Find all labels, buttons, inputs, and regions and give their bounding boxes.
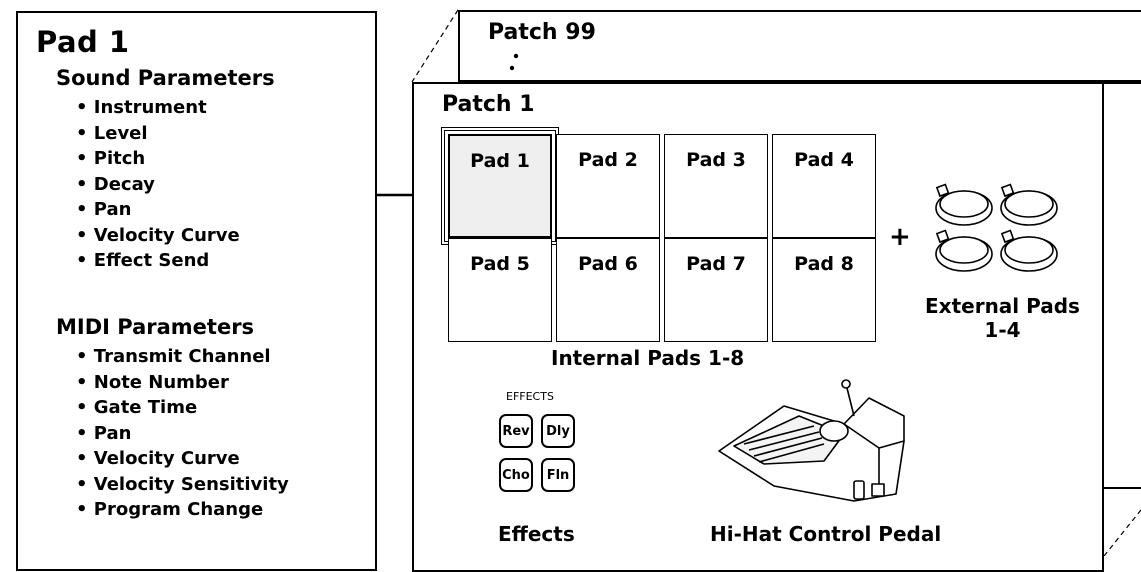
pad-5[interactable]: Pad 5 — [448, 238, 552, 342]
pad-label: Pad 5 — [470, 253, 530, 275]
pad-label: Pad 6 — [578, 253, 638, 275]
pad-2[interactable]: Pad 2 — [556, 134, 660, 238]
patch-99-card: Patch 99 — [458, 10, 1141, 82]
effects-small-label: EFFECTS — [506, 390, 554, 403]
patch-1-label: Patch 1 — [442, 92, 535, 117]
list-item: • Pitch — [76, 148, 146, 169]
sound-parameters-title: Sound Parameters — [56, 66, 275, 90]
pad-label: Pad 4 — [794, 149, 854, 171]
flanger-button[interactable]: Fln — [541, 458, 575, 492]
pad-label: Pad 2 — [578, 149, 638, 171]
plus-sign: + — [889, 222, 911, 252]
pad-4[interactable]: Pad 4 — [772, 134, 876, 238]
pad-parameters-panel: Pad 1 Sound Parameters • Instrument • Le… — [16, 11, 377, 571]
external-pads-line1: External Pads — [925, 294, 1080, 318]
pad-7[interactable]: Pad 7 — [664, 238, 768, 342]
external-pads-caption: External Pads 1-4 — [910, 294, 1095, 342]
ellipsis-icon — [509, 53, 519, 71]
midi-parameters-title: MIDI Parameters — [56, 315, 255, 339]
list-item: • Instrument — [76, 97, 207, 118]
list-item: • Effect Send — [76, 250, 210, 271]
pad-8[interactable]: Pad 8 — [772, 238, 876, 342]
chorus-button[interactable]: Cho — [499, 458, 533, 492]
internal-pads-caption: Internal Pads 1-8 — [551, 346, 745, 370]
list-item: • Velocity Curve — [76, 448, 240, 469]
list-item: • Pan — [76, 199, 132, 220]
list-item: • Pan — [76, 422, 132, 444]
pad-3[interactable]: Pad 3 — [664, 134, 768, 238]
delay-button[interactable]: Dly — [541, 414, 575, 448]
list-item: • Decay — [76, 173, 155, 195]
effects-caption: Effects — [498, 522, 575, 546]
pad-label: Pad 1 — [470, 150, 530, 172]
patch-stack-side — [1104, 82, 1141, 488]
pad-6[interactable]: Pad 6 — [556, 238, 660, 342]
list-item: • Transmit Channel — [76, 346, 271, 367]
list-item: • Level — [76, 122, 148, 144]
external-pads-line2: 1-4 — [984, 318, 1021, 342]
pad-label: Pad 8 — [794, 253, 854, 275]
patch-99-label: Patch 99 — [488, 20, 596, 45]
list-item: • Velocity Sensitivity — [76, 473, 289, 495]
pad-1[interactable]: Pad 1 — [441, 127, 559, 245]
hihat-caption: Hi-Hat Control Pedal — [710, 522, 942, 546]
pad-label: Pad 3 — [686, 149, 746, 171]
pad-label: Pad 7 — [686, 253, 746, 275]
drum-pad-icon — [935, 183, 1058, 272]
panel-title: Pad 1 — [36, 25, 130, 59]
hihat-pedal-icon — [718, 379, 905, 502]
list-item: • Velocity Curve — [76, 224, 240, 246]
sound-parameters-list: • Instrument • Level • Pitch • Decay • P… — [76, 97, 240, 276]
patch-1-card: Patch 1 Pad 1 Pad 2 Pad 3 Pad 4 Pad 5 Pa… — [412, 82, 1104, 572]
reverb-button[interactable]: Rev — [499, 414, 533, 448]
midi-parameters-list: • Transmit Channel • Note Number • Gate … — [76, 346, 289, 525]
list-item: • Note Number — [76, 371, 229, 393]
list-item: • Gate Time — [76, 397, 198, 418]
list-item: • Program Change — [76, 499, 264, 520]
